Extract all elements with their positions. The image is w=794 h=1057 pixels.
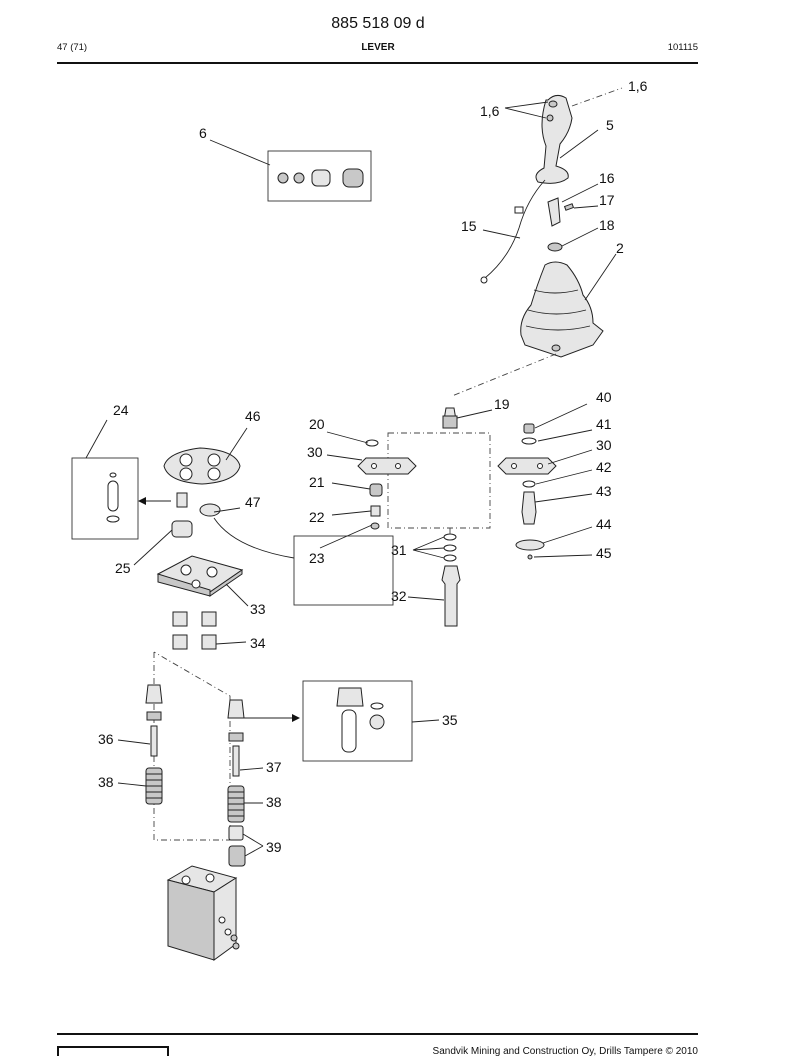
callout-2: 2 <box>616 240 624 256</box>
callout-37: 37 <box>266 759 282 775</box>
item-6-parts <box>277 168 364 188</box>
callout-19: 19 <box>494 396 510 412</box>
callout-6: 6 <box>199 125 207 141</box>
plunger-left <box>145 684 163 805</box>
callout-39: 39 <box>266 839 282 855</box>
callout-40: 40 <box>596 389 612 405</box>
callout-22: 22 <box>309 509 325 525</box>
callout-1-6-top: 1,6 <box>628 78 648 94</box>
header-rule <box>57 62 698 64</box>
item-24-box <box>71 457 139 540</box>
callout-45: 45 <box>596 545 612 561</box>
date-code: 101115 <box>667 42 698 53</box>
page-title: LEVER <box>361 42 395 53</box>
callout-1-6-grip: 1,6 <box>480 103 500 119</box>
callout-38-right: 38 <box>266 794 282 810</box>
callout-16: 16 <box>599 170 615 186</box>
footer-copyright: Sandvik Mining and Construction Oy, Dril… <box>432 1046 698 1057</box>
callout-38-left: 38 <box>98 774 114 790</box>
page-number: 47 (71) <box>57 42 88 53</box>
callout-41: 41 <box>596 416 612 432</box>
callout-47: 47 <box>245 494 261 510</box>
callout-43: 43 <box>596 483 612 499</box>
lever-shaft <box>547 197 575 252</box>
callout-17: 17 <box>599 192 615 208</box>
document-number: 885 518 09 d <box>331 15 425 32</box>
plunger-right <box>227 699 246 867</box>
valve-plate <box>156 555 244 597</box>
callout-30-left: 30 <box>307 444 323 460</box>
item-6-box <box>267 150 372 202</box>
callout-23: 23 <box>309 550 325 566</box>
callout-44: 44 <box>596 516 612 532</box>
callout-42: 42 <box>596 459 612 475</box>
callout-33: 33 <box>250 601 266 617</box>
cable <box>480 179 546 284</box>
callout-labels: 1,6 1,6 5 6 16 17 15 18 2 24 46 40 19 20… <box>98 78 648 855</box>
callout-32: 32 <box>391 588 407 604</box>
callout-46: 46 <box>245 408 261 424</box>
callout-5: 5 <box>606 117 614 133</box>
valve-housing <box>166 865 240 961</box>
linkage-frame <box>387 432 491 529</box>
bushings <box>172 611 217 650</box>
callout-15: 15 <box>461 218 477 234</box>
joystick-grip <box>535 94 573 184</box>
item-35-parts <box>336 687 385 753</box>
callout-24: 24 <box>113 402 129 418</box>
left-small-parts <box>171 492 221 538</box>
item-24-parts <box>106 472 120 523</box>
callout-21: 21 <box>309 474 325 490</box>
right-parts <box>497 423 557 560</box>
callout-34: 34 <box>250 635 266 651</box>
center-parts <box>357 407 461 627</box>
item-23-box <box>293 535 394 606</box>
leader-lines <box>85 101 617 857</box>
callout-31: 31 <box>391 542 407 558</box>
callout-36: 36 <box>98 731 114 747</box>
callout-18: 18 <box>599 217 615 233</box>
top-plate <box>163 447 241 485</box>
footer-rule <box>57 1033 698 1035</box>
callout-35: 35 <box>442 712 458 728</box>
item-35-box <box>302 680 413 762</box>
company-logo <box>57 1046 169 1056</box>
rubber-boot <box>520 261 604 358</box>
callout-20: 20 <box>309 416 325 432</box>
callout-25: 25 <box>115 560 131 576</box>
callout-30-right: 30 <box>596 437 612 453</box>
